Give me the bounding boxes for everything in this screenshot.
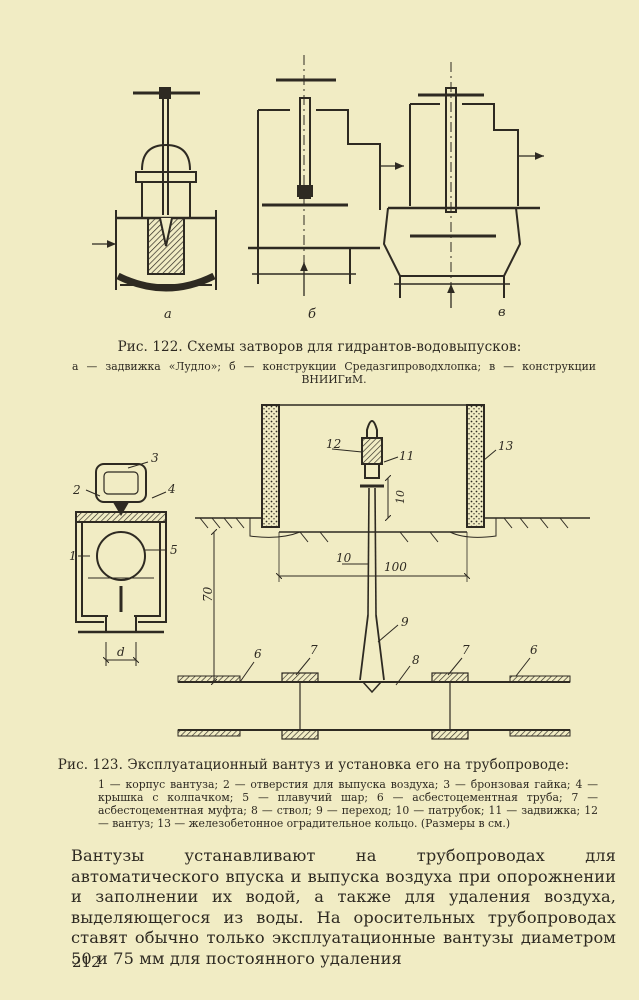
label-11: 11 <box>399 449 414 463</box>
figure-122-caption: Рис. 122. Схемы затворов для гидрантов-в… <box>117 339 522 355</box>
label-6-left: 6 <box>254 647 262 661</box>
dimension-100: 100 <box>384 560 407 574</box>
label-6-right: 6 <box>530 643 538 657</box>
label-7-right: 7 <box>462 643 470 657</box>
figure-123-caption: Рис. 123. Эксплуатационный вантуз и уста… <box>57 757 570 773</box>
page-number: 212 <box>72 953 101 971</box>
figure-122: а б <box>92 55 544 322</box>
drawing-gate-ludlo <box>92 87 217 292</box>
label-2: 2 <box>72 483 81 497</box>
label-9: 9 <box>401 615 409 629</box>
drawing-gate-vniigim <box>382 62 544 308</box>
label-7-left: 7 <box>310 643 318 657</box>
label-d: d <box>117 645 125 659</box>
label-5: 5 <box>170 543 178 557</box>
panel-a-label: а <box>164 307 172 322</box>
figure-123: 3 2 4 1 5 d <box>69 404 590 740</box>
label-13: 13 <box>498 439 514 453</box>
drawing-gate-sredaz <box>248 55 404 296</box>
label-1: 1 <box>69 549 77 563</box>
dimension-10: 10 <box>394 490 407 504</box>
label-12: 12 <box>326 437 341 451</box>
label-10: 10 <box>336 551 352 565</box>
label-3: 3 <box>151 451 159 465</box>
label-8: 8 <box>412 653 420 667</box>
figure-123-legend: 1 — корпус вантуза; 2 — отверстия для вы… <box>98 778 598 830</box>
panel-c-label: в <box>498 305 506 320</box>
panel-b-label: б <box>308 307 316 322</box>
drawing-installation <box>177 404 590 740</box>
dimension-70: 70 <box>201 586 215 602</box>
body-paragraph: Вантузы устанавливают на трубопроводах д… <box>71 846 616 968</box>
figure-122-legend: а — задвижка «Лудло»; б — конструкции Ср… <box>72 360 596 386</box>
label-4: 4 <box>167 482 176 496</box>
drawing-air-valve <box>75 461 167 666</box>
